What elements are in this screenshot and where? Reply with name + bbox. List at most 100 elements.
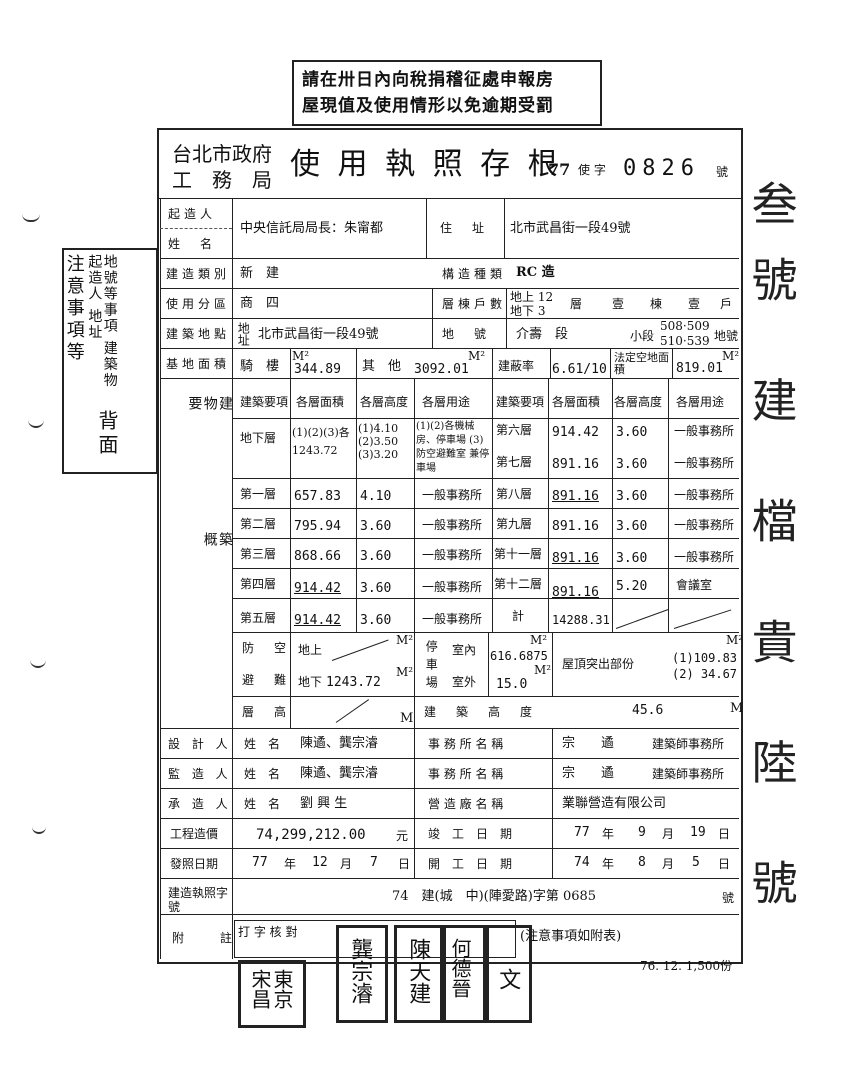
cost-unit: 元 [396,829,409,843]
shelter-above-unit: M² [396,633,414,647]
unit-count: 壹 [688,297,701,311]
seal-1-text: 東京 宋昌 [248,969,294,1009]
seal-2-text: 龔宗濬 [347,938,373,1004]
floors-col-use-left: 各層用途 [422,395,471,409]
building-unit: 棟 [650,297,663,311]
coverage-value: 6.61/10 [552,362,607,377]
typing-check-stamp [234,920,516,958]
rule [232,478,739,479]
rule [160,378,739,379]
floor-height: 5.20 [616,579,648,594]
shelter-below-unit: M² [396,665,414,679]
structure-label: 構造種類 [442,267,507,281]
rule [160,788,739,789]
floor-use: 一般事務所 [422,488,483,502]
construction-permit-label: 建造執照字號 [168,886,229,914]
rule [160,818,739,819]
completion-label: 竣 工 日 期 [428,827,513,841]
rule [290,348,291,378]
floor-name: 第七層 [496,455,533,469]
rule [414,632,415,696]
cost-label: 工程造價 [170,827,219,841]
floor-name: 第四層 [240,577,277,591]
arcade-area: 344.89 [294,362,341,377]
unit-unit: 戶 [720,297,733,311]
completion-day: 19 [690,825,706,840]
floor-name: 地下層 [240,431,277,445]
parking-outdoor-value: 15.0 [496,677,528,692]
rule [160,288,739,289]
typing-check-header: 打 字 核 對 [238,925,298,939]
floor-area: (1)(2)(3)各 1243.72 [292,426,350,457]
lot-label: 地 號 [442,327,491,341]
floor-area: 891.16 [552,457,599,472]
building-count: 壹 [612,297,625,311]
issue-month-unit: 月 [340,857,353,871]
supervisor-label: 監 造 人 [168,767,232,781]
floors-below: 地下 3 [510,304,546,318]
form-inner-frame [160,198,740,959]
floor-area: 657.83 [294,489,341,504]
parking-indoor-unit: M² [530,633,548,647]
floor-use: 一般事務所 [674,518,735,532]
floor-name: 第三層 [240,547,277,561]
floor-height: 3.60 [616,457,648,472]
floor-area: 14288.31 [552,613,610,627]
rule [548,378,549,632]
floor-name: 第一層 [240,487,277,501]
floor-height-label: 層 高 [242,705,291,719]
seal-3: 陳天建 [394,925,446,1023]
other-label: 其 他 [362,359,402,374]
print-info: 76. 12. 1,500份 [640,959,733,973]
rule [160,318,739,319]
right-margin-text: 叁號 建 檔 貴 陸 號 [744,180,799,936]
start-year: 74 [574,855,590,870]
designer-name-label: 姓 名 [244,737,281,751]
floor-use: 一般事務所 [674,456,735,470]
floors-col-use-right: 各層用途 [676,395,725,409]
lot-small-section: 小段 [630,329,655,343]
contractor-name: 劉 興 生 [300,796,348,811]
arcade-label: 騎 樓 [240,359,280,374]
contractor-label: 承 造 人 [168,797,232,811]
rule [232,696,739,697]
floor-use: (1)(2)各機械房、停車場 (3)防空避難室 兼停車場 [416,421,490,474]
contractor-company: 業聯營造有限公司 [562,796,667,811]
floor-use: 一般事務所 [422,518,483,532]
rule [160,878,739,879]
floor-area: 891.16 [552,585,599,600]
building-height-unit: M [730,701,744,716]
bureau-name: 工 務 局 [172,168,272,192]
start-year-unit: 年 [602,857,615,871]
rule [506,288,507,348]
floors-col-item-right: 建築要項 [496,395,545,409]
contractor-name-label: 姓 名 [244,797,281,811]
floor-area: 891.16 [552,519,599,534]
rule [414,728,415,818]
floors-section-label: 建 築 物 概 要 [186,396,234,668]
floor-area: 914.42 [552,425,599,440]
notice-line-1: 請在卅日內向稅捐稽征處申報房 [302,70,554,90]
seal-4: 何德晉 [440,925,486,1023]
floor-area: 868.66 [294,549,341,564]
floors-above: 地上 12 [510,290,554,304]
designer-office-label: 事 務 所 名 稱 [428,737,504,751]
supervisor-office: 宗 遹 [562,766,615,781]
issue-date-label: 發照日期 [170,857,219,871]
rule [552,818,553,878]
other-area: 3092.01 [414,362,469,377]
rule [160,348,739,349]
designer-office-type: 建築師事務所 [652,737,725,751]
arcade-unit: M² [292,349,310,363]
floor-area: 891.16 [552,489,599,504]
lot-numbers-a: 508‧509 [660,319,710,333]
floor-use: 一般事務所 [422,580,483,594]
shelter-below-label: 地下 [298,675,323,689]
roof-value-1: (1)109.83 [672,651,738,665]
floors-col-height-right: 各層高度 [614,395,663,409]
floor-unit: 層 [570,297,583,311]
zone-label: 使用分區 [166,297,231,311]
floor-height: 3.60 [360,519,392,534]
rule [504,198,505,258]
rule [232,538,739,539]
